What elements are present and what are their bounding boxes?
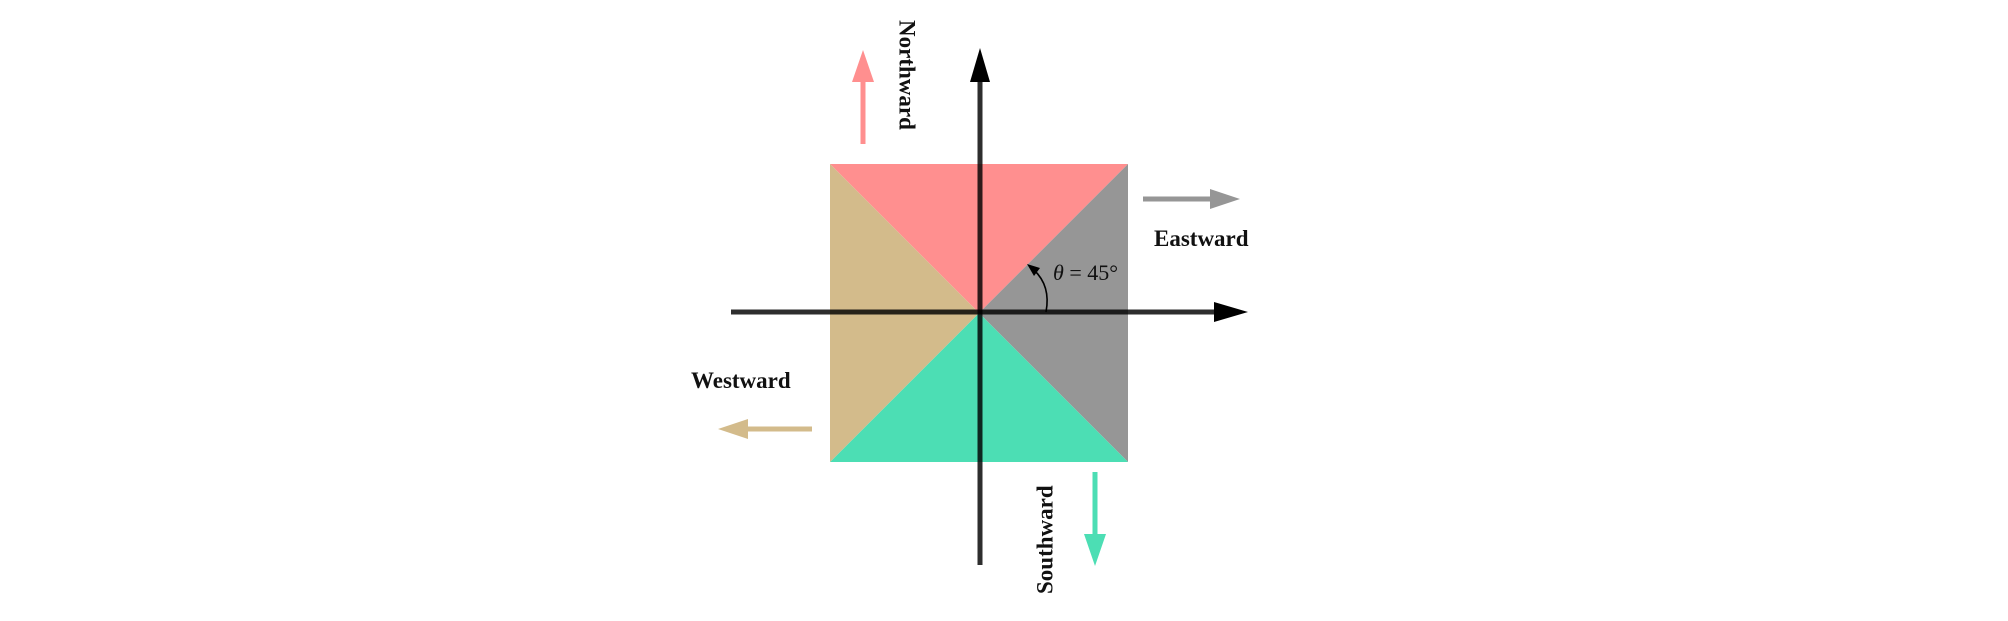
northward-label: Northward xyxy=(895,20,920,130)
horizontal-axis-arrowhead xyxy=(1214,302,1248,322)
eastward-arrow xyxy=(1143,189,1240,209)
angle-label: θ = 45° xyxy=(1053,260,1118,285)
angle-value: = 45° xyxy=(1064,260,1118,285)
theta-symbol: θ xyxy=(1053,260,1064,285)
vertical-axis-arrowhead xyxy=(970,48,990,82)
angle-arc xyxy=(1033,269,1048,313)
eastward-label: Eastward xyxy=(1154,226,1249,251)
angle-arc-arrowhead xyxy=(1027,264,1040,276)
westward-label: Westward xyxy=(691,368,791,393)
southward-arrow xyxy=(1084,472,1106,566)
southward-label: Southward xyxy=(1032,485,1057,594)
westward-arrow xyxy=(718,419,812,439)
northward-arrow xyxy=(852,50,874,144)
